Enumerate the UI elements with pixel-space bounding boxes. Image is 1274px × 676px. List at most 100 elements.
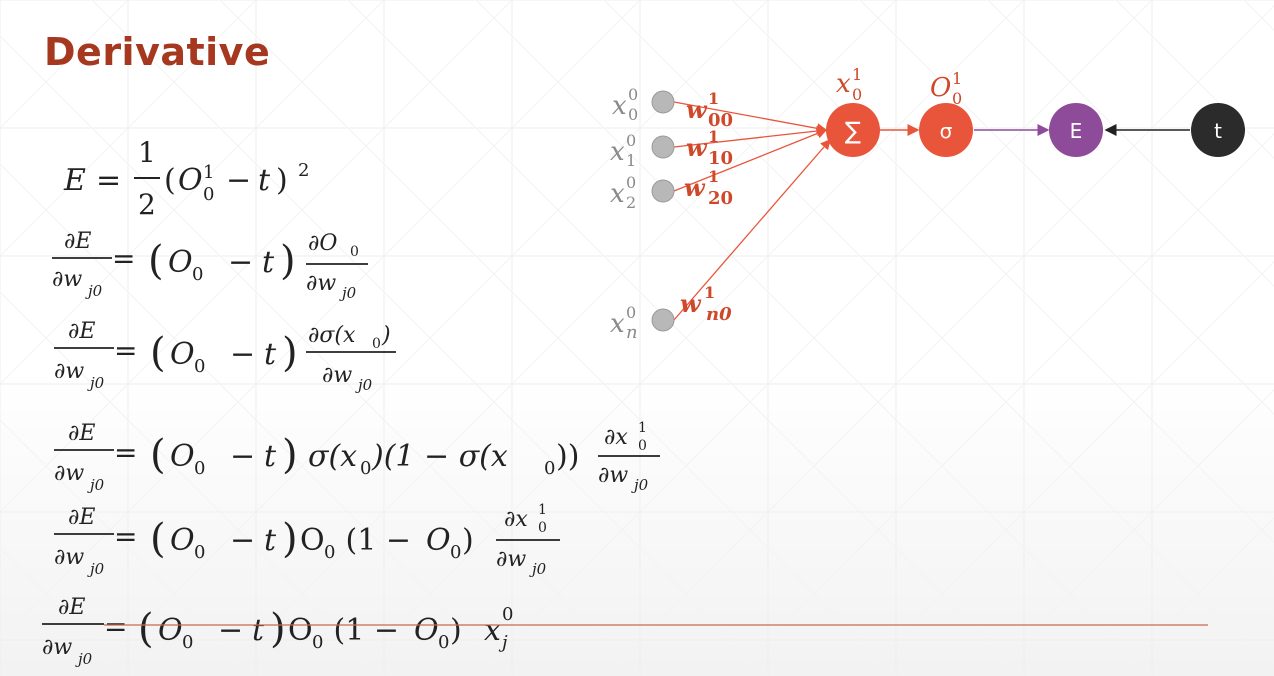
eq1-o: O <box>178 163 203 198</box>
eq4-mid-b: )(1 − σ(x <box>371 439 508 474</box>
eq2-o: O <box>168 245 193 280</box>
svg-text:0: 0 <box>628 85 638 104</box>
eq2-rhs-den: ∂w <box>306 271 336 296</box>
eq3-rhs-num: ∂σ(x <box>308 323 356 348</box>
edge-x2-sum <box>673 128 828 192</box>
eq3-rhs-num-end: ) <box>381 323 391 348</box>
input-node-n <box>651 308 675 332</box>
eq6-o-sub: 0 <box>182 632 193 653</box>
eq4-rhs-num-sub: 0 <box>638 438 647 454</box>
eq6-mid-a: O <box>288 613 313 648</box>
eq4-lp: ( <box>150 432 166 478</box>
eq1-close: ) <box>276 163 288 198</box>
svg-text:0: 0 <box>852 85 862 104</box>
eq5-mid-c-sub: 0 <box>450 542 461 563</box>
weight-label-10: w 1 10 <box>686 127 733 169</box>
eq3-rhs-den-sub: j0 <box>355 376 373 394</box>
eq5-equals: = <box>114 520 137 553</box>
eq5-mid-b: (1 − <box>336 523 421 558</box>
eq2-lhs-den-sub: j0 <box>85 282 103 300</box>
input-label-0: x 0 0 <box>612 85 638 124</box>
eq4-mid-a: σ(x <box>308 439 357 474</box>
sigma-node <box>919 103 973 157</box>
eq5-rhs-num-sup: 1 <box>538 502 547 518</box>
eq3-o: O <box>170 337 195 372</box>
eq4-o-sub: 0 <box>194 458 205 479</box>
eq5-rhs-den-sub: j0 <box>529 560 547 578</box>
eq3-lhs-den-sub: j0 <box>87 374 105 392</box>
weight-label-20: w 1 20 <box>684 167 733 209</box>
eq4-mid-b-sub: 0 <box>544 458 555 479</box>
sum-node-symbol: ∑ <box>845 117 861 145</box>
sum-node <box>826 103 880 157</box>
eq4-o: O <box>170 439 195 474</box>
eq6-x-sub: j <box>498 632 508 653</box>
eq5-lhs-den-sub: j0 <box>87 560 105 578</box>
svg-text:1: 1 <box>708 89 719 108</box>
eq2-t: t <box>262 245 275 280</box>
eq3-o-sub: 0 <box>194 356 205 377</box>
page-title: Derivative <box>44 30 271 74</box>
eq6-lhs-num: ∂E <box>58 595 85 620</box>
svg-text:1: 1 <box>708 127 719 146</box>
eq1-o-sup: 1 <box>203 162 214 183</box>
eq2-rhs-num: ∂O <box>308 231 337 256</box>
eq4-mid-a-sub: 0 <box>360 458 371 479</box>
eq6-mid-d: ) <box>450 613 462 648</box>
eq1-num: 1 <box>138 136 156 169</box>
eq1-equals: = <box>96 163 121 198</box>
eq1-open: ( <box>164 163 176 198</box>
eq4-rp: ) <box>282 432 298 478</box>
eq2-minus: − <box>228 245 253 280</box>
eq5-o: O <box>170 523 195 558</box>
eq1-den: 2 <box>138 188 156 221</box>
eq4-minus: − <box>230 439 255 474</box>
eq6-mid-b: (1 − <box>324 613 409 648</box>
eq5-rhs-num: ∂x <box>504 507 528 532</box>
error-node-symbol: E <box>1070 119 1083 143</box>
equation-4: ∂E ∂w j0 = ( O 0 − t ) σ(x 0 )(1 − σ(x 0… <box>54 420 660 494</box>
edge-xn-sum <box>673 139 831 321</box>
eq5-o-sub: 0 <box>194 542 205 563</box>
eq6-mid-c-sub: 0 <box>438 632 449 653</box>
svg-text:10: 10 <box>708 148 733 169</box>
eq4-rhs-den-sub: j0 <box>631 476 649 494</box>
svg-text:1: 1 <box>704 283 715 302</box>
eq4-equals: = <box>114 436 137 469</box>
eq3-rhs-num-sub: 0 <box>372 336 381 352</box>
eq6-lhs-den-sub: j0 <box>75 650 93 668</box>
eq1-t: t <box>258 163 271 198</box>
eq2-rp: ) <box>280 238 296 284</box>
svg-text:0: 0 <box>626 131 636 150</box>
eq1-o-sub: 0 <box>203 184 214 205</box>
svg-text:x: x <box>836 69 851 99</box>
svg-text:0: 0 <box>952 89 962 108</box>
eq4-lhs-num: ∂E <box>68 421 95 446</box>
eq2-rhs-num-sub: 0 <box>350 244 359 260</box>
eq3-t: t <box>264 337 277 372</box>
target-node <box>1191 103 1245 157</box>
equation-5: ∂E ∂w j0 = ( O 0 − t ) O 0 (1 − O 0 ) ∂x… <box>54 502 560 578</box>
svg-text:0: 0 <box>626 303 636 322</box>
eq1-pow: 2 <box>298 160 309 181</box>
input-label-1: x 0 1 <box>610 131 636 170</box>
svg-text:20: 20 <box>708 188 733 209</box>
eq5-minus: − <box>230 523 255 558</box>
eq5-rhs-num-sub: 0 <box>538 520 547 536</box>
equation-2: ∂E ∂w j0 = ( O 0 − t ) ∂O 0 ∂w j0 <box>52 229 368 302</box>
sigma-node-label: O 1 0 <box>930 69 962 108</box>
eq6-lhs-den: ∂w <box>42 635 72 660</box>
eq4-rhs-num: ∂x <box>604 425 628 450</box>
eq4-rhs-den: ∂w <box>598 463 628 488</box>
svg-text:00: 00 <box>708 110 733 131</box>
eq6-x: x <box>484 613 501 648</box>
weight-label-00: w 1 00 <box>686 89 733 131</box>
eq3-rp: ) <box>282 330 298 376</box>
svg-text:1: 1 <box>952 69 962 88</box>
eq2-rhs-den-sub: j0 <box>339 284 357 302</box>
eq4-lhs-den: ∂w <box>54 461 84 486</box>
eq6-mid-a-sub: 0 <box>312 632 323 653</box>
eq4-rhs-num-sup: 1 <box>638 420 647 436</box>
eq5-mid-a: O <box>300 523 325 558</box>
eq3-lp: ( <box>150 330 166 376</box>
